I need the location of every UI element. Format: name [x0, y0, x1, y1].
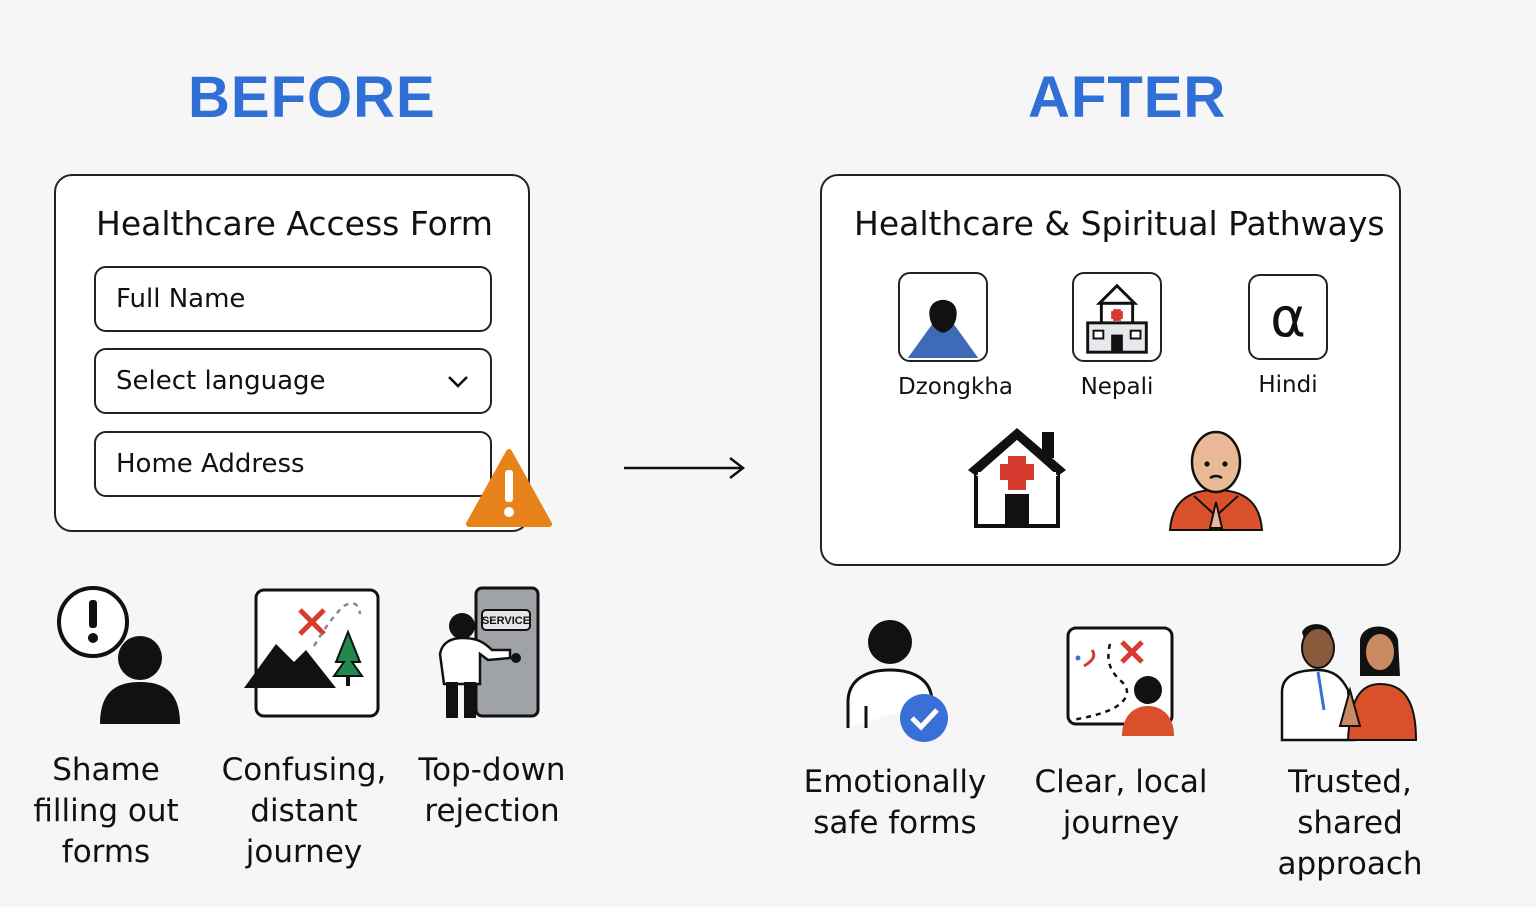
- language-name-nepali: Nepali: [1080, 374, 1154, 400]
- healthcare-spiritual-pathways-card: Healthcare & Spiritual Pathways Dzongkha…: [820, 174, 1401, 566]
- confusing-map-icon: [242, 586, 382, 724]
- monk-praying-icon: [1164, 428, 1268, 536]
- language-option-hindi[interactable]: α Hindi: [1248, 274, 1328, 398]
- door-sign-text: SERVICE: [482, 615, 530, 627]
- issue-caption-rejection: Top-down rejection: [418, 752, 566, 829]
- home-address-field[interactable]: Home Address: [94, 431, 492, 497]
- language-name-hindi: Hindi: [1258, 372, 1318, 398]
- after-heading: AFTER: [1028, 65, 1227, 130]
- outcome-caption-trusted-approach: Trusted, shared approach: [1277, 764, 1423, 882]
- verified-person-icon: [838, 618, 954, 752]
- full-name-field[interactable]: Full Name: [94, 266, 492, 332]
- local-map-icon: [1064, 626, 1178, 742]
- before-heading: BEFORE: [188, 65, 436, 130]
- language-name-dzongkha: Dzongkha: [898, 374, 1014, 400]
- language-select-label: Select language: [116, 366, 326, 396]
- healthcare-access-form-card: Healthcare Access Form Full Name Select …: [54, 174, 530, 532]
- issue-caption-journey: Confusing, distant journey: [221, 752, 387, 870]
- form-title: Healthcare Access Form: [96, 204, 493, 243]
- hospital-building-icon: [1072, 272, 1162, 362]
- language-select[interactable]: Select language: [94, 348, 492, 414]
- chevron-down-icon: [446, 369, 470, 393]
- outcome-caption-local-journey: Clear, local journey: [1034, 764, 1208, 841]
- clinic-house-icon: [962, 422, 1072, 532]
- alpha-glyph-icon: α: [1248, 274, 1328, 360]
- language-option-dzongkha[interactable]: Dzongkha: [898, 272, 1014, 400]
- language-option-nepali[interactable]: Nepali: [1072, 272, 1162, 400]
- shame-person-icon: [56, 584, 186, 730]
- transition-arrow-icon: [622, 455, 748, 481]
- rejected-door-icon: SERVICE: [430, 584, 542, 728]
- home-address-label: Home Address: [116, 449, 305, 479]
- pathways-title: Healthcare & Spiritual Pathways: [854, 204, 1385, 243]
- full-name-label: Full Name: [116, 284, 246, 314]
- alpha-glyph: α: [1270, 285, 1306, 349]
- dzongkha-figure-icon: [898, 272, 988, 362]
- warning-icon: [466, 448, 552, 528]
- outcome-caption-safe-forms: Emotionally safe forms: [803, 764, 987, 841]
- issue-caption-shame: Shame filling out forms: [33, 752, 179, 870]
- trust-handshake-icon: [1278, 618, 1420, 746]
